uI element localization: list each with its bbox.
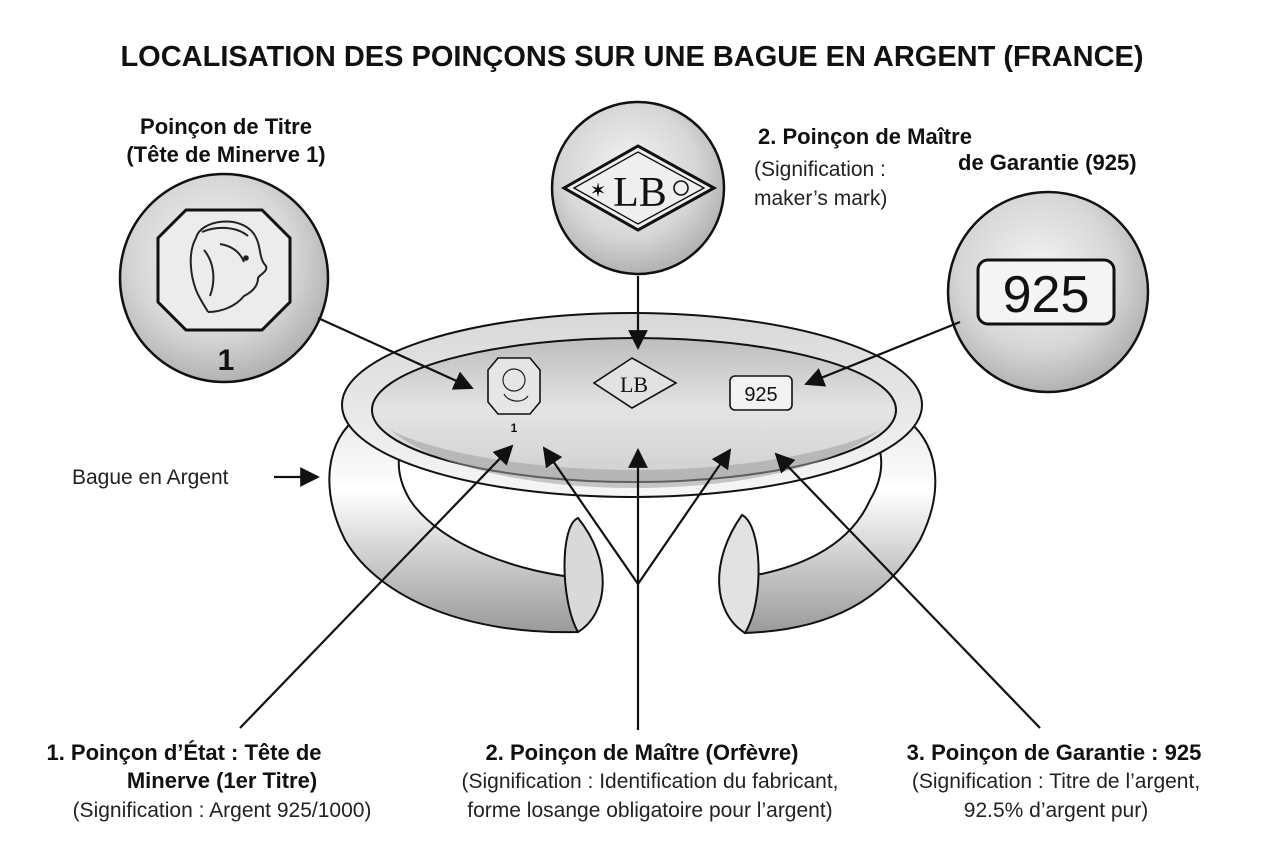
diagram-title: LOCALISATION DES POINÇONS SUR UNE BAGUE … [120,41,1143,73]
label-maitre-top: 2. Poinçon de Maître (Signification : ma… [754,124,972,210]
caption-3-sub2: 92.5% d’argent pur) [964,799,1148,822]
silver-ring: 1 LB 925 [328,312,937,635]
caption-poincon-maitre: 2. Poinçon de Maître (Orfèvre) (Signific… [461,740,838,822]
ring-minerve-number: 1 [511,421,518,435]
leader-lines [239,276,1041,730]
maker-initials: LB [613,170,667,216]
label-maitre-line2: (Signification : [754,158,886,181]
maker-star-icon: ✶ [590,178,607,202]
ring-mark-maker: LB [592,357,678,409]
caption-3-title1: 3. Poinçon de Garantie : 925 [907,740,1202,765]
garantie-value: 925 [1003,266,1090,324]
caption-poincon-etat: 1. Poinçon d’État : Tête de Minerve (1er… [46,740,371,822]
label-maitre-line3: maker’s mark) [754,187,887,210]
ring-garantie-value: 925 [744,384,777,406]
caption-2-title1: 2. Poinçon de Maître (Orfèvre) [486,740,799,765]
caption-3-sub1: (Signification : Titre de l’argent, [912,770,1200,793]
caption-1-sub1: (Signification : Argent 925/1000) [73,799,372,822]
label-ring: Bague en Argent [72,466,229,489]
ring-cut-left [563,516,604,634]
maker-symbol-icon [673,180,689,196]
arrow-caption-3 [774,452,1041,729]
maker-lozenge [560,144,718,232]
caption-2-sub1: (Signification : Identification du fabri… [461,770,838,793]
callout-disc-garantie: 925 [946,190,1150,394]
caption-1-title2: Minerve (1er Titre) [127,768,317,793]
callout-disc-minerve: 1 [118,172,330,384]
label-titre: Poinçon de Titre (Tête de Minerve 1) [126,114,325,167]
ring-band-left [328,413,602,634]
arrow-caption-1 [239,444,514,729]
label-titre-line2: (Tête de Minerve 1) [126,142,325,167]
arrow-caption-2-right [637,448,732,585]
label-maitre-line1: 2. Poinçon de Maître [758,124,972,149]
arrow-caption-2-left [542,446,639,585]
ring-inner-shadow [390,430,880,488]
garantie-cartouche [976,258,1116,326]
label-titre-line1: Poinçon de Titre [140,114,312,139]
caption-poincon-garantie: 3. Poinçon de Garantie : 925 (Significat… [907,740,1202,822]
caption-1-title1: 1. Poinçon d’État : Tête de [46,740,321,765]
ring-mark-garantie: 925 [729,375,793,411]
ring-band-right [718,413,937,635]
arrow-disc-garantie [804,320,961,387]
label-garantie-top: de Garantie (925) [958,150,1137,175]
ring-maker-initials: LB [620,372,648,397]
arrow-disc-minerve [317,316,474,390]
callout-disc-maker: ✶ LB [550,100,726,276]
caption-2-sub2: forme losange obligatoire pour l’argent) [467,799,832,822]
minerve-number: 1 [218,344,235,377]
ring-cut-right [718,513,760,635]
ring-mark-minerve: 1 [487,357,541,435]
minerve-head-icon [189,220,268,313]
